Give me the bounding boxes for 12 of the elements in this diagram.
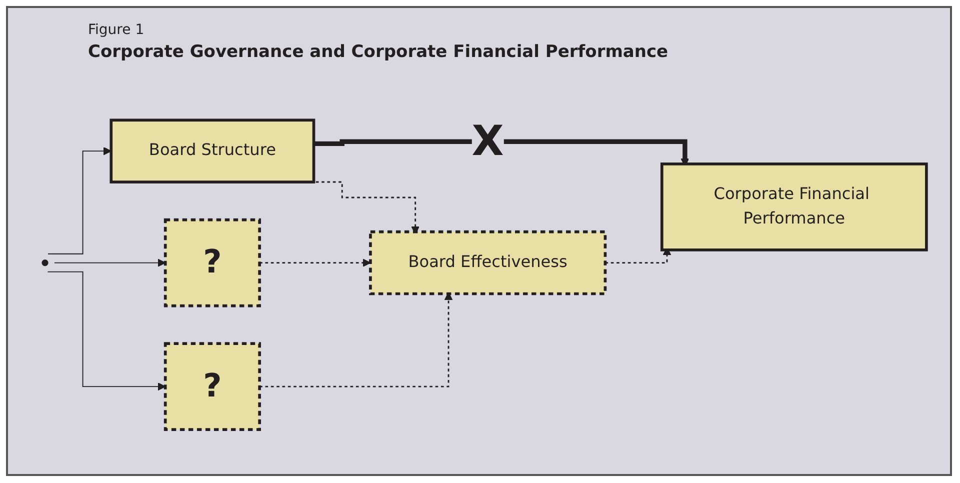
node-box: ?: [164, 218, 261, 308]
node-box: Corporate Financial Performance: [660, 162, 928, 252]
arrow: [48, 146, 112, 254]
arrow: [54, 258, 166, 267]
arrow: [260, 258, 371, 267]
node-box: ?: [164, 342, 261, 431]
node-box: Board Effectiveness: [369, 230, 607, 296]
node-box: Board Structure: [110, 118, 316, 184]
arrow: [47, 271, 166, 391]
edge-label: X: [472, 117, 504, 166]
diagram-title: Corporate Governance and Corporate Financial Performance: [88, 42, 668, 62]
figure-number: Figure 1: [88, 22, 144, 38]
